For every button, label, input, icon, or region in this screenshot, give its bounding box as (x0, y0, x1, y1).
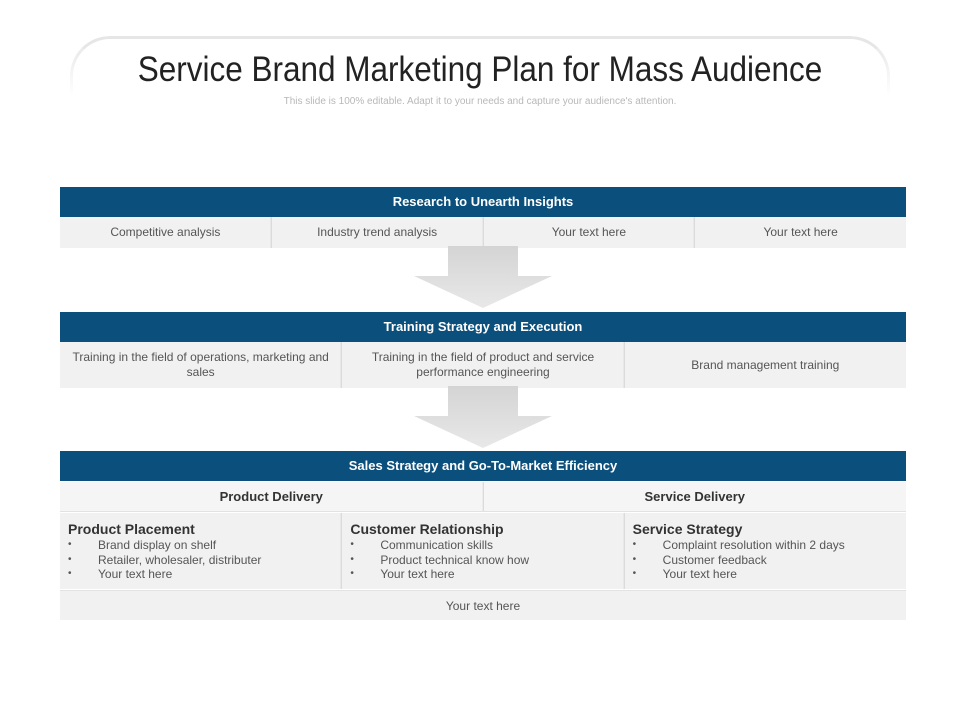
bullet-item: Your text here (68, 567, 333, 582)
bullet-item: Your text here (633, 567, 898, 582)
detail-column-customer-relationship: Customer Relationship Communication skil… (340, 513, 623, 589)
subheader-service-delivery: Service Delivery (481, 482, 907, 511)
bullet-item: Complaint resolution within 2 days (633, 538, 898, 553)
subheader-product-delivery: Product Delivery (219, 489, 323, 504)
bullet-item: Product technical know how (350, 553, 615, 568)
title-frame-arc (70, 36, 890, 96)
bullet-item: Customer feedback (633, 553, 898, 568)
training-item: Training in the field of operations, mar… (72, 350, 329, 379)
bullet-list: Brand display on shelf Retailer, wholesa… (68, 538, 333, 582)
research-item: Your text here (693, 217, 906, 248)
bullet-item: Communication skills (350, 538, 615, 553)
bullet-item: Brand display on shelf (68, 538, 333, 553)
research-item: Industry trend analysis (269, 217, 483, 248)
training-item: Training in the field of product and ser… (340, 342, 623, 388)
training-item: Brand management training (622, 342, 906, 388)
down-arrow-icon (414, 386, 552, 448)
detail-column-product-placement: Product Placement Brand display on shelf… (60, 513, 341, 589)
research-item: Competitive analysis (110, 225, 221, 239)
sales-detail-row: Product Placement Brand display on shelf… (60, 513, 906, 589)
bullet-item: Retailer, wholesaler, distributer (68, 553, 333, 568)
bullet-item: Your text here (350, 567, 615, 582)
delivery-subheader-row: Product Delivery Service Delivery (60, 482, 906, 512)
stage-row-research: Competitive analysis Industry trend anal… (60, 217, 906, 248)
research-item: Your text here (481, 217, 695, 248)
down-arrow-icon (414, 246, 552, 308)
stage-header-training: Training Strategy and Execution (60, 312, 906, 342)
bullet-list: Communication skills Product technical k… (350, 538, 615, 582)
detail-column-service-strategy: Service Strategy Complaint resolution wi… (622, 513, 906, 589)
bullet-list: Complaint resolution within 2 days Custo… (633, 538, 898, 582)
stage-row-training: Training in the field of operations, mar… (60, 342, 906, 388)
stage-header-research: Research to Unearth Insights (60, 187, 906, 217)
column-title: Service Strategy (632, 521, 743, 537)
page-subtitle: This slide is 100% editable. Adapt it to… (283, 96, 677, 107)
page-title: Service Brand Marketing Plan for Mass Au… (137, 50, 823, 89)
column-title: Customer Relationship (350, 521, 504, 537)
sales-footer-text: Your text here (60, 590, 906, 620)
column-title: Product Placement (68, 521, 195, 537)
stage-header-sales: Sales Strategy and Go-To-Market Efficien… (60, 451, 906, 481)
